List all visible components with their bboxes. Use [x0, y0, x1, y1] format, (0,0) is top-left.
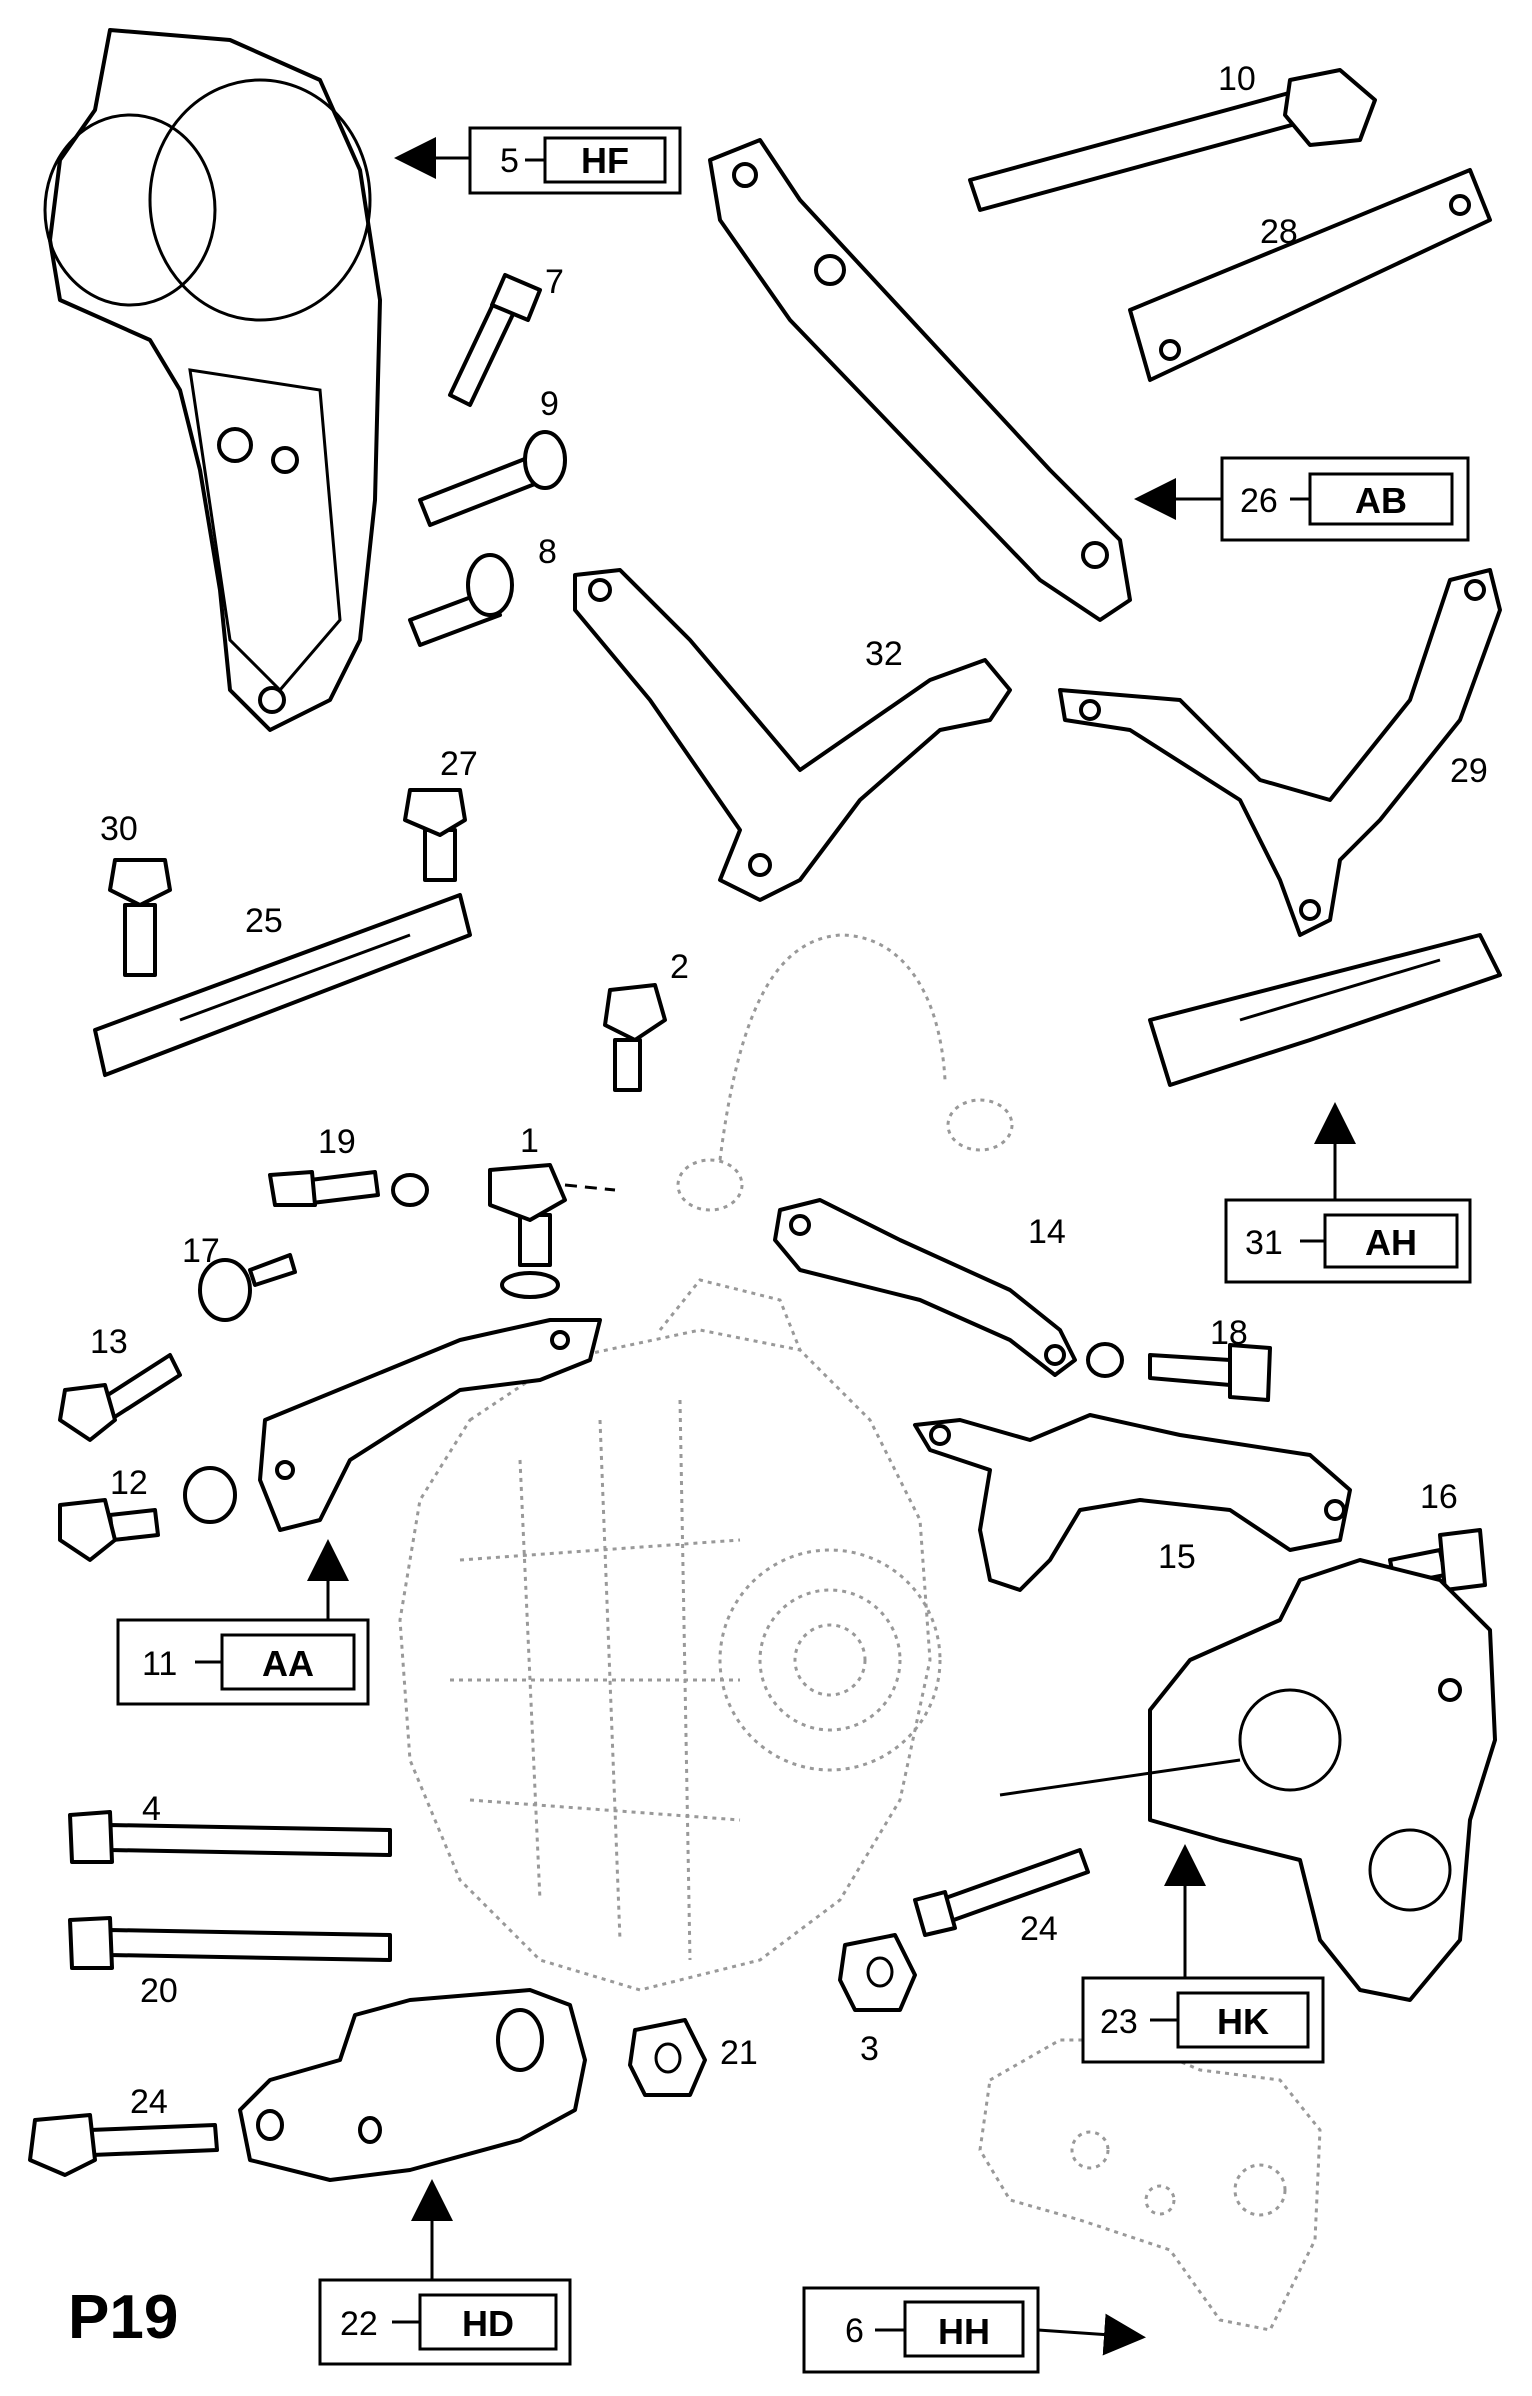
- callout-code-aa: AA: [262, 1643, 314, 1684]
- part-label-4: 3: [860, 2030, 879, 2068]
- callout-number-5: 5: [500, 142, 519, 180]
- part-label-3: 4: [142, 1790, 161, 1828]
- part-label-25: 25: [245, 902, 283, 940]
- page-code: P19: [68, 2283, 178, 2352]
- part-label-1: 1: [520, 1122, 539, 1160]
- part-label-8: 8: [538, 533, 557, 571]
- alternator-ghost-illustration: [398, 1278, 942, 1992]
- bolt-27-icon: [403, 788, 467, 882]
- bolt-3-icon: [68, 1810, 392, 1864]
- part-label-20: 20: [140, 1972, 178, 2010]
- bolt-24-right-icon: [913, 1848, 1090, 1937]
- callout-code-hk: HK: [1217, 2001, 1269, 2042]
- callout-number-31: 31: [1245, 1224, 1283, 1262]
- callout-number-6: 6: [845, 2312, 864, 2350]
- callout-number-23: 23: [1100, 2003, 1138, 2041]
- nut-4-icon: [838, 1933, 917, 2012]
- mount-block-hk: [1148, 1558, 1497, 2002]
- part-label-12: 12: [110, 1464, 148, 1502]
- callout-code-hd: HD: [462, 2303, 514, 2344]
- bracket-hd: [238, 1988, 587, 2182]
- strap-28-icon: [1128, 168, 1492, 382]
- bolt-9-icon: [418, 430, 567, 527]
- callout-code-hh: HH: [938, 2311, 990, 2352]
- part-label-24-right: 24: [1020, 1910, 1058, 1948]
- callout-code-ab: AB: [1355, 480, 1407, 521]
- engine-mount-bracket-hf: [43, 28, 382, 732]
- bracket-29-icon: [1058, 568, 1502, 937]
- screw-17-icon: [198, 1253, 297, 1322]
- bracket-32-icon: [573, 568, 1012, 902]
- callout-code-hf: HF: [581, 140, 629, 181]
- part-label-27: 27: [440, 745, 478, 783]
- bracket-ab: [708, 138, 1132, 622]
- part-label-29: 29: [1450, 752, 1488, 790]
- bolt-13-icon: [58, 1353, 182, 1442]
- part-label-32: 32: [865, 635, 903, 673]
- part-label-13: 13: [90, 1323, 128, 1361]
- part-label-9: 9: [540, 385, 559, 423]
- bolt-24-left-icon: [28, 2113, 219, 2177]
- part-label-17: 17: [182, 1232, 220, 1270]
- part-label-16: 16: [1420, 1478, 1458, 1516]
- callout-number-22: 22: [340, 2305, 378, 2343]
- part-label-18: 18: [1210, 1314, 1248, 1352]
- part-label-30: 30: [100, 810, 138, 848]
- part-label-14: 14: [1028, 1213, 1066, 1251]
- part-label-7: 7: [545, 263, 564, 301]
- bolt-10-icon: [968, 68, 1377, 212]
- strip-ah: [1148, 933, 1502, 1087]
- bolt-18-icon: [1086, 1342, 1272, 1402]
- callout-number-11: 11: [142, 1645, 177, 1683]
- part-label-28: 28: [1260, 213, 1298, 251]
- part-label-21: 21: [720, 2034, 758, 2072]
- part-label-19: 19: [318, 1123, 356, 1161]
- part-label-24-left: 24: [130, 2083, 168, 2121]
- bracket-14-icon: [773, 1198, 1077, 1377]
- bracket-aa: [258, 1318, 602, 1532]
- part-label-15: 15: [1158, 1538, 1196, 1576]
- bolt-12-icon: [58, 1466, 237, 1562]
- callout-number-26: 26: [1240, 482, 1278, 520]
- nut-21-icon: [628, 2018, 707, 2097]
- callout-code-ah: AH: [1365, 1222, 1417, 1263]
- part-label-2: 2: [670, 948, 689, 986]
- strip-25-icon: [93, 893, 472, 1077]
- bolt-2-icon: [603, 983, 667, 1092]
- part-label-10: 10: [1218, 60, 1256, 98]
- bolt-8-icon: [408, 553, 514, 647]
- bolt-30-icon: [108, 858, 172, 977]
- bolt-20-icon: [68, 1916, 392, 1970]
- bolt-1-icon: [488, 1163, 567, 1299]
- ground-cable-icon: [676, 933, 1014, 1212]
- bolt-7-icon: [448, 273, 542, 407]
- bolt-19-icon: [268, 1170, 429, 1207]
- bracket-15-icon: [913, 1413, 1352, 1592]
